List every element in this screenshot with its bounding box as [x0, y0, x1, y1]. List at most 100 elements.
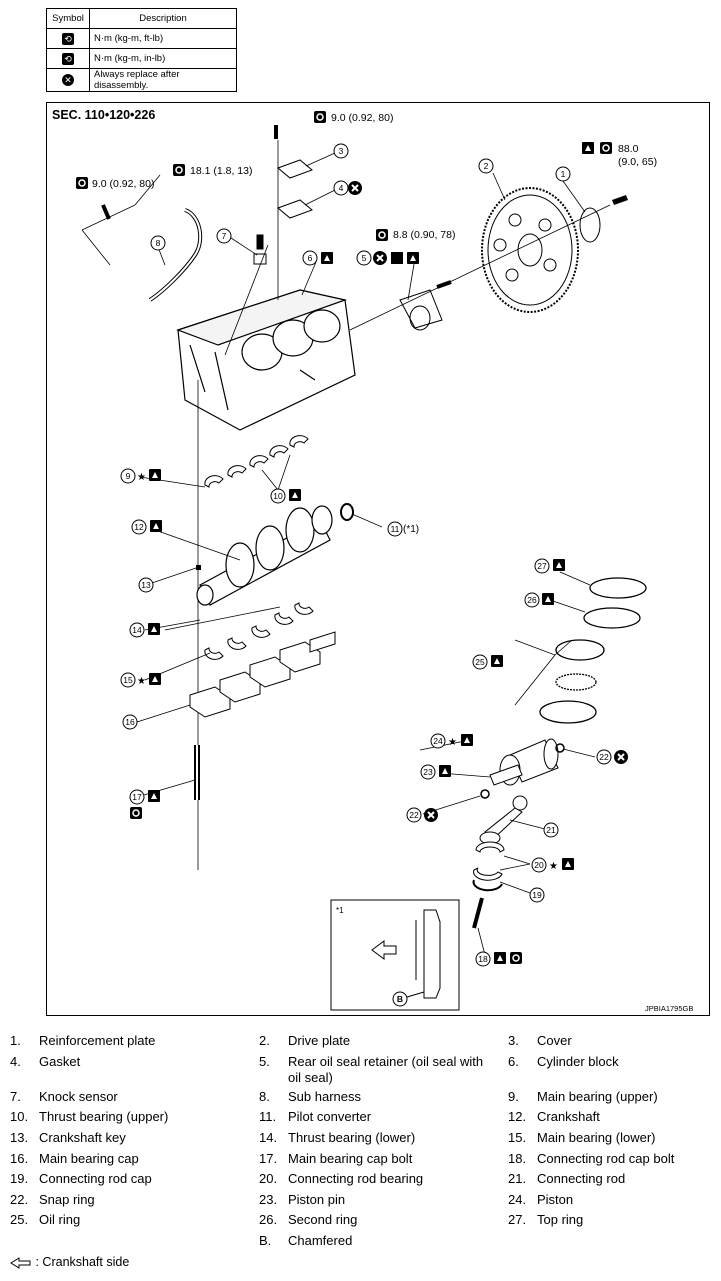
drive-plate — [481, 187, 579, 313]
torque-wrench-icon — [172, 163, 186, 177]
callout-15: 15 — [123, 675, 133, 685]
callout-symbol-icons — [75, 110, 629, 965]
always-replace-icon: ✕ — [62, 74, 74, 86]
callout-17: 17 — [132, 792, 142, 802]
symbol-table: Symbol Description ⟲ N·m (kg-m, ft-lb) ⟲… — [46, 8, 237, 92]
star-marks: ★ ★ ★ ★ — [137, 472, 558, 872]
callout-labels: 1 2 3 4 5 6 7 8 9 10 11 12 13 14 15 16 1… — [123, 146, 609, 1004]
main-bearing-caps — [189, 631, 336, 718]
callout-5: 5 — [362, 253, 367, 263]
callout-18: 18 — [478, 954, 488, 964]
oil-icon — [150, 520, 162, 532]
callout-4: 4 — [339, 183, 344, 193]
callout-19: 19 — [532, 890, 542, 900]
star-9: ★ — [137, 472, 146, 483]
callout-1: 1 — [561, 169, 566, 179]
callout-25: 25 — [475, 657, 485, 667]
star-20: ★ — [549, 861, 558, 872]
torque-wrench-inlb-icon: ⟲ — [62, 52, 74, 65]
callout-22a: 22 — [599, 752, 609, 762]
oil-icon — [439, 765, 451, 777]
torque-sub-harness: 9.0 (0.92, 80) — [92, 178, 155, 190]
figure-code: JPBIA1795GB — [645, 1004, 694, 1013]
cylinder-block — [176, 289, 356, 431]
diagram-frame — [46, 102, 710, 1016]
leader-lines — [136, 152, 596, 956]
callout-20: 20 — [534, 860, 544, 870]
torque-wrench-icon — [129, 806, 143, 820]
torque-wrench-icon — [509, 951, 523, 965]
crankshaft-key — [196, 565, 201, 570]
torque-wrench-icon — [375, 228, 389, 242]
torque-drive-plate-a: 88.0 — [618, 143, 639, 155]
oil-icon — [289, 489, 301, 501]
oil-icon — [149, 469, 161, 481]
always-replace-icon — [347, 180, 363, 196]
oil-icon — [407, 252, 419, 264]
crankshaft-side-arrow-icon — [371, 940, 397, 960]
pilot-converter — [340, 503, 354, 521]
piston-pin — [489, 764, 523, 786]
always-replace-icon — [423, 807, 439, 823]
oil-icon — [149, 673, 161, 685]
callout-13: 13 — [141, 580, 151, 590]
torque-wrench-icon — [313, 110, 327, 124]
callout-7: 7 — [222, 231, 227, 241]
torque-wrench-ftlb-icon: ⟲ — [62, 32, 74, 45]
callout-22b: 22 — [409, 810, 419, 820]
torque-drive-plate-b: (9.0, 65) — [618, 156, 658, 168]
callout-27: 27 — [537, 561, 547, 571]
callout-10: 10 — [273, 491, 283, 501]
connecting-rod-bearing-upper — [475, 841, 505, 853]
oil-icon — [148, 623, 160, 635]
piston-rings — [539, 577, 647, 724]
oil-icon — [562, 858, 574, 870]
pilot-note: (*1) — [403, 524, 419, 535]
always-replace-icon — [372, 250, 388, 266]
torque-knock-sensor: 18.1 (1.8, 13) — [190, 165, 253, 177]
callout-21: 21 — [546, 825, 556, 835]
connecting-rod-cap-bolt — [472, 897, 484, 929]
exploded-engine-diagram: 1 2 3 4 5 6 7 8 9 10 11 12 13 14 15 16 1… — [75, 110, 647, 1011]
callout-2: 2 — [484, 161, 489, 171]
callout-b: B — [397, 994, 403, 1004]
callout-9: 9 — [126, 471, 131, 481]
callout-11: 11 — [391, 524, 400, 534]
callout-12: 12 — [134, 522, 144, 532]
reinforcement-plate — [579, 207, 601, 243]
footnote-text: : Crankshaft side — [35, 1255, 130, 1269]
crankshaft-side-arrow-icon — [10, 1256, 31, 1269]
star-24: ★ — [448, 737, 457, 748]
torque-retainer-bolt: 8.8 (0.90, 78) — [393, 229, 456, 241]
main-bearing-upper — [204, 435, 309, 488]
cover — [277, 159, 313, 179]
connecting-rod-bearing-lower — [473, 867, 503, 881]
connecting-rod-cap — [472, 879, 503, 892]
oil-icon — [494, 952, 506, 964]
snap-ring-lower — [480, 789, 490, 799]
callout-23: 23 — [423, 767, 433, 777]
main-bearing-lower — [204, 602, 314, 660]
torque-wrench-icon — [599, 141, 613, 155]
oil-icon — [461, 734, 473, 746]
sealant-icon — [391, 252, 403, 264]
harness-bolt — [101, 204, 111, 220]
oil-icon — [582, 142, 594, 154]
callout-24: 24 — [433, 736, 443, 746]
crankshaft — [196, 505, 333, 606]
torque-wrench-icon — [75, 176, 89, 190]
callout-6: 6 — [308, 253, 313, 263]
callout-14: 14 — [132, 625, 142, 635]
oil-icon — [148, 790, 160, 802]
callout-3: 3 — [339, 146, 344, 156]
callout-26: 26 — [527, 595, 537, 605]
star-15: ★ — [137, 676, 146, 687]
drive-plate-bolt — [612, 195, 628, 205]
section-label: SEC. 110•120•226 — [52, 108, 156, 122]
oil-icon — [491, 655, 503, 667]
always-replace-icon — [613, 749, 629, 765]
connecting-rod — [479, 795, 528, 845]
inset-label: *1 — [336, 906, 344, 915]
oil-icon — [542, 593, 554, 605]
gasket — [277, 199, 313, 219]
